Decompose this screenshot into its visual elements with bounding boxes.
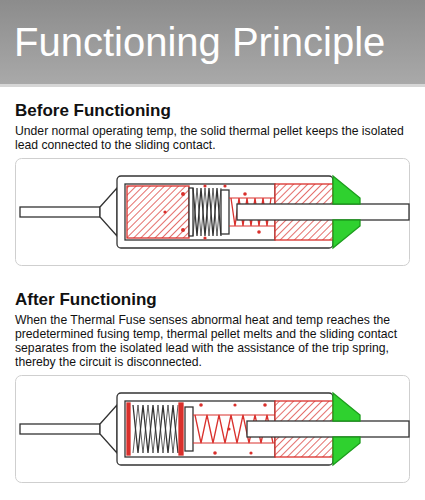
text-slot: Before Functioning	[0, 101, 425, 121]
text-slot: Under normal operating temp, the solid t…	[0, 124, 425, 152]
fuse-after	[20, 393, 409, 465]
fuse-before-panel	[15, 158, 410, 266]
text-slot: When the Thermal Fuse senses abnormal he…	[0, 313, 425, 369]
section-body: Under normal operating temp, the solid t…	[15, 124, 410, 152]
section-heading: After Functioning	[15, 290, 410, 310]
fuse-after-panel	[15, 375, 410, 483]
text-slot: After Functioning	[0, 290, 425, 310]
page-title: Functioning Principle	[0, 0, 425, 84]
header-band: Functioning Principle	[0, 0, 425, 87]
section-body: When the Thermal Fuse senses abnormal he…	[15, 313, 410, 369]
section-heading: Before Functioning	[15, 101, 410, 121]
fuse-before	[20, 176, 409, 248]
